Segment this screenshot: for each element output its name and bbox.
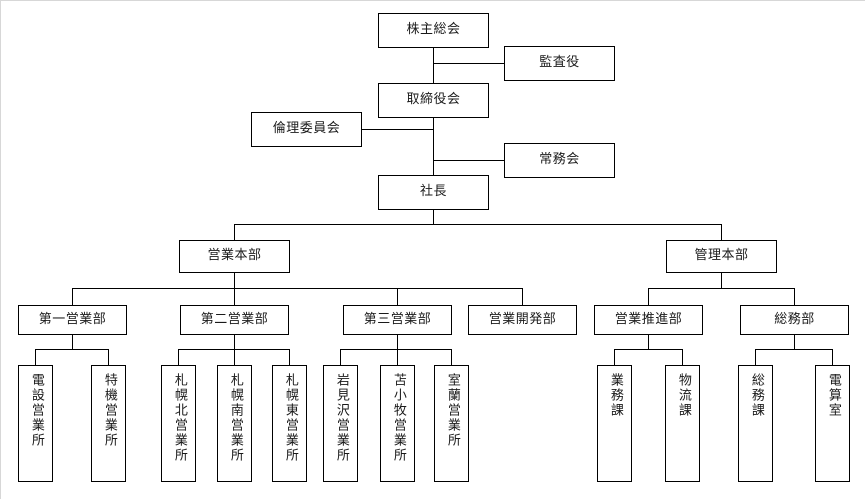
node-sales-promo-div[interactable]: 営業推進部	[594, 305, 703, 335]
connector-to-section-gyomu	[614, 349, 615, 365]
node-label: 札幌南営業所	[227, 373, 243, 463]
connector-sales-div-3-bus	[340, 349, 452, 350]
node-label: 第三営業部	[363, 311, 432, 327]
connector-to-office-tokki	[108, 349, 109, 365]
node-label: 札幌東営業所	[282, 373, 298, 463]
node-label: 常務会	[539, 152, 580, 168]
connector-admin-hq-stem	[721, 273, 722, 288]
connector-sales-div-1-stem	[72, 335, 73, 349]
connector-president-stem	[433, 210, 434, 224]
node-label: 業務課	[607, 373, 623, 418]
node-office-sapporo-higashi[interactable]: 札幌東営業所	[272, 365, 307, 482]
connector-to-section-somu	[755, 349, 756, 365]
connector-to-executive-board	[433, 160, 504, 161]
connector-to-general-affairs-div	[794, 288, 795, 305]
node-executive-board[interactable]: 常務会	[504, 143, 615, 178]
node-label: 管理本部	[694, 248, 749, 264]
node-section-butsuryu[interactable]: 物流課	[665, 365, 700, 482]
node-sales-div-3[interactable]: 第三営業部	[343, 305, 452, 335]
node-office-tomakomai[interactable]: 苫小牧営業所	[380, 365, 415, 482]
node-label: 第一営業部	[38, 311, 107, 327]
connector-to-office-sapporo-kita	[178, 349, 179, 365]
node-label: 苫小牧営業所	[390, 373, 406, 463]
node-label: 社長	[419, 184, 447, 200]
node-board-of-directors[interactable]: 取締役会	[378, 83, 489, 118]
node-label: 総務部	[774, 311, 815, 327]
connector-to-office-muroran	[451, 349, 452, 365]
node-label: 営業開発部	[488, 311, 557, 327]
connector-sales-promo-div-stem	[648, 335, 649, 349]
connector-sales-hq-stem	[234, 273, 235, 288]
node-office-iwamizawa[interactable]: 岩見沢営業所	[323, 365, 358, 482]
node-office-sapporo-kita[interactable]: 札幌北営業所	[161, 365, 196, 482]
node-label: 総務課	[748, 373, 764, 418]
connector-to-office-densetsu	[35, 349, 36, 365]
node-label: 物流課	[675, 373, 691, 418]
node-label: 営業本部	[207, 248, 262, 264]
node-section-gyomu[interactable]: 業務課	[597, 365, 632, 482]
connector-sales-div-3-stem	[397, 335, 398, 349]
connector-to-sales-dev-div	[522, 288, 523, 305]
connector-sales-div-1-bus	[35, 349, 109, 350]
node-label: 倫理委員会	[272, 121, 341, 137]
connector-sales-promo-div-bus	[614, 349, 683, 350]
node-president[interactable]: 社長	[378, 175, 489, 210]
connector-admin-hq-bus	[648, 288, 795, 289]
node-label: 株主総会	[406, 22, 461, 38]
node-section-densan[interactable]: 電算室	[815, 365, 850, 482]
node-section-somu[interactable]: 総務課	[738, 365, 773, 482]
node-label: 第二営業部	[200, 311, 269, 327]
connector-bus-to-sales-hq	[234, 224, 235, 240]
connector-sales-div-2-stem	[234, 335, 235, 349]
connector-to-auditor	[433, 63, 504, 64]
connector-to-sales-div-2	[234, 288, 235, 305]
node-label: 電算室	[825, 373, 841, 418]
node-label: 営業推進部	[614, 311, 683, 327]
node-admin-hq[interactable]: 管理本部	[666, 240, 777, 273]
connector-shareholders-to-board	[433, 48, 434, 83]
node-label: 室蘭営業所	[444, 373, 460, 448]
connector-board-to-president	[433, 118, 434, 175]
node-shareholders-meeting[interactable]: 株主総会	[378, 13, 489, 48]
connector-president-bus	[234, 224, 722, 225]
connector-to-section-densan	[832, 349, 833, 365]
node-sales-div-1[interactable]: 第一営業部	[18, 305, 127, 335]
connector-to-office-sapporo-higashi	[289, 349, 290, 365]
connector-sales-hq-bus	[72, 288, 523, 289]
connector-to-ethics-committee	[362, 129, 434, 130]
node-auditor[interactable]: 監査役	[504, 46, 615, 81]
node-label: 取締役会	[406, 92, 461, 108]
page-edge-left	[0, 0, 1, 499]
node-label: 札幌北営業所	[171, 373, 187, 463]
node-general-affairs-div[interactable]: 総務部	[740, 305, 849, 335]
node-office-tokki[interactable]: 特機営業所	[91, 365, 126, 482]
connector-general-affairs-div-stem	[794, 335, 795, 349]
connector-to-sales-div-1	[72, 288, 73, 305]
connector-general-affairs-div-bus	[755, 349, 833, 350]
connector-bus-to-admin-hq	[721, 224, 722, 240]
node-ethics-committee[interactable]: 倫理委員会	[251, 112, 362, 147]
node-sales-div-2[interactable]: 第二営業部	[180, 305, 289, 335]
connector-to-section-butsuryu	[682, 349, 683, 365]
connector-to-sales-promo-div	[648, 288, 649, 305]
connector-to-office-tomakomai	[397, 349, 398, 365]
node-label: 岩見沢営業所	[333, 373, 349, 463]
node-label: 特機営業所	[101, 373, 117, 448]
connector-to-office-sapporo-minami	[234, 349, 235, 365]
page-edge-top	[0, 0, 865, 1]
node-office-muroran[interactable]: 室蘭営業所	[434, 365, 469, 482]
node-office-densetsu[interactable]: 電設営業所	[18, 365, 53, 482]
connector-to-sales-div-3	[397, 288, 398, 305]
node-office-sapporo-minami[interactable]: 札幌南営業所	[217, 365, 252, 482]
node-sales-hq[interactable]: 営業本部	[179, 240, 290, 273]
node-sales-dev-div[interactable]: 営業開発部	[468, 305, 577, 335]
node-label: 電設営業所	[28, 373, 44, 448]
node-label: 監査役	[539, 55, 580, 71]
connector-to-office-iwamizawa	[340, 349, 341, 365]
